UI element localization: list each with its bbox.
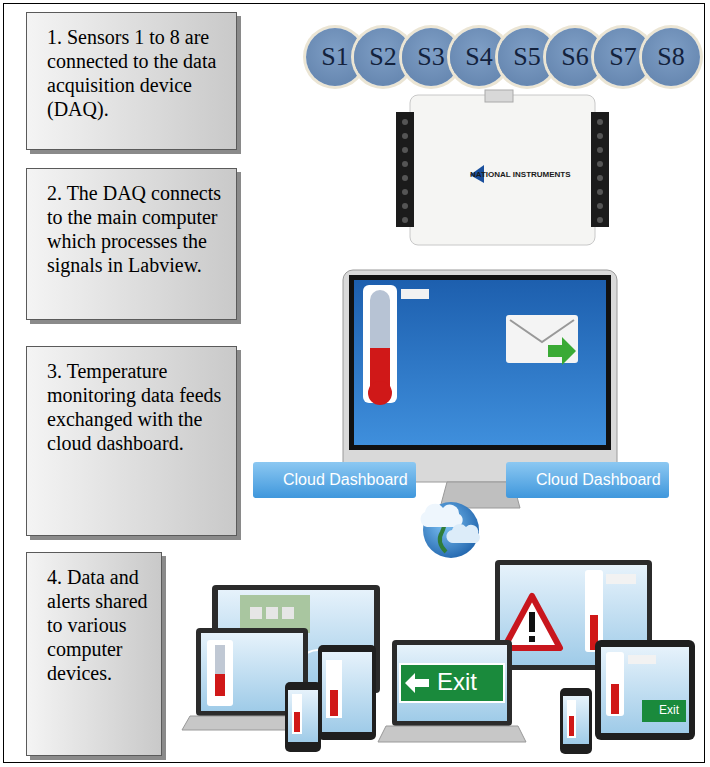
step-text: 4. Data and alerts shared to various com… (47, 565, 149, 685)
step-box: 2. The DAQ connects to the main computer… (26, 168, 237, 320)
sensor-label: S8 (657, 42, 684, 72)
sensor-label: S1 (321, 42, 348, 72)
badge-label: Cloud Dashboard (536, 471, 661, 489)
daq-device (396, 90, 609, 245)
devices-left (182, 585, 380, 752)
cloud-badge: Cloud Dashboard (506, 462, 669, 498)
devices-right (378, 560, 695, 754)
sensor-label: S4 (465, 42, 492, 72)
badge-label: Cloud Dashboard (283, 471, 408, 489)
step-box: 3. Temperature monitoring data feeds exc… (26, 346, 237, 536)
brand-label: NATIONAL INSTRUMENTS (470, 170, 571, 180)
globe (421, 502, 480, 558)
sensor-label: S2 (369, 42, 396, 72)
sensor-label: S7 (609, 42, 636, 72)
exit-sign: Exit (437, 668, 477, 697)
step-box: 1. Sensors 1 to 8 are connected to the d… (26, 12, 237, 150)
step-text: 3. Temperature monitoring data feeds exc… (47, 359, 224, 455)
cloud-badge: Cloud Dashboard (253, 462, 416, 498)
sensor-label: S5 (513, 42, 540, 72)
sensor-label: S3 (417, 42, 444, 72)
step-text: 2. The DAQ connects to the main computer… (47, 181, 224, 277)
sensor-label: S6 (561, 42, 588, 72)
step-box: 4. Data and alerts shared to various com… (26, 552, 162, 756)
sensor-circle: S8 (642, 28, 700, 86)
step-text: 1. Sensors 1 to 8 are connected to the d… (47, 25, 224, 121)
exit-sign: Exit (659, 703, 679, 717)
